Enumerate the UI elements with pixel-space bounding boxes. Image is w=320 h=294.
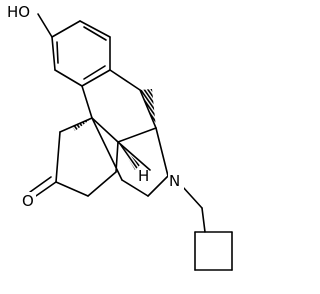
cyclobutylmethyl-bonds	[181, 185, 206, 233]
hydroxyl-label: HO	[7, 3, 30, 21]
cyclobutyl-ring	[194, 231, 233, 271]
cyclohexanone-ring-bonds	[55, 117, 119, 197]
nitrogen-label: N	[169, 172, 180, 190]
hydroxyl-bond	[37, 13, 53, 38]
molecular-structure-diagram: HO O N H	[7, 3, 233, 271]
hashed-wedge-bond	[72, 118, 92, 131]
hashed-wedge-bond	[140, 89, 156, 128]
aromatic-ring	[51, 20, 111, 87]
ketone-double-bond	[29, 176, 57, 199]
hashed-wedge-bond	[118, 142, 140, 170]
ketone-oxygen-label: O	[22, 192, 34, 210]
saturated-ring-bonds	[81, 69, 157, 143]
hydrogen-label: H	[138, 167, 149, 185]
piperidine-ring-bonds	[91, 117, 169, 197]
